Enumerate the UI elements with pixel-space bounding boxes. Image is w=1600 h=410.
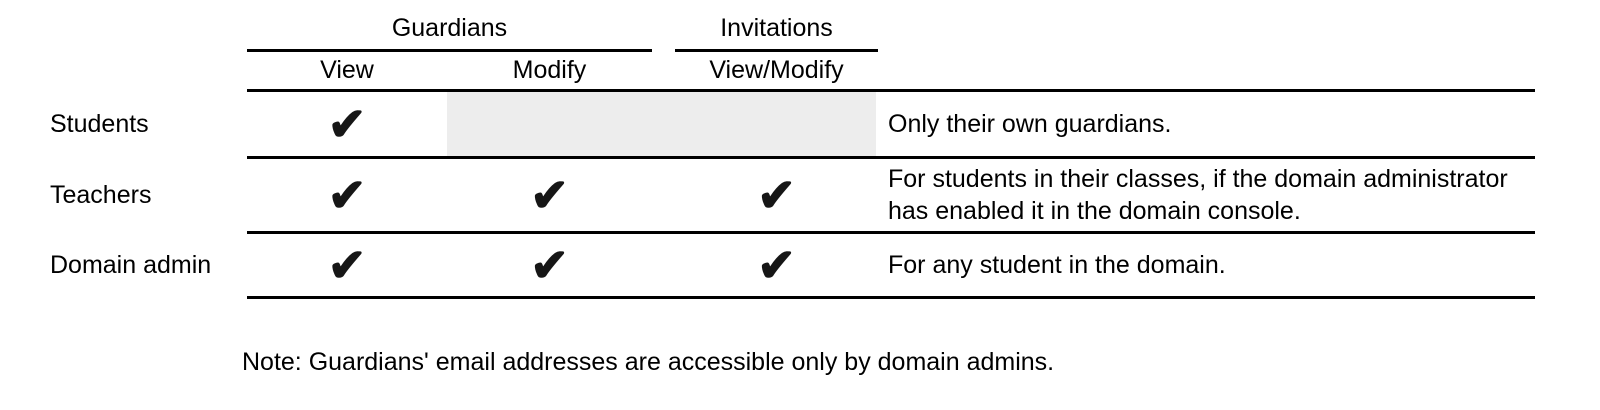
invitations-group-underline <box>675 49 878 52</box>
guardians-group-underline <box>247 49 652 52</box>
header-rule <box>247 89 1535 92</box>
disabled-cell-students <box>447 92 876 156</box>
column-group-guardians: Guardians <box>391 13 508 42</box>
check-icon: ✔ <box>530 239 569 291</box>
check-icon: ✔ <box>327 169 367 221</box>
note-domain-admin: For any student in the domain. <box>888 234 1543 296</box>
column-group-invitations: Invitations <box>720 13 833 42</box>
footnote: Note: Guardians' email addresses are acc… <box>242 347 1055 376</box>
check-icon: ✔ <box>757 239 796 291</box>
note-line: For students in their classes, if the do… <box>888 165 1508 193</box>
check-icon: ✔ <box>327 98 367 150</box>
note-line: Only their own guardians. <box>888 110 1172 138</box>
row-label-teachers: Teachers <box>50 180 152 209</box>
note-line: For any student in the domain. <box>888 251 1226 279</box>
row-rule <box>247 296 1535 299</box>
column-header-view: View <box>320 56 374 84</box>
note-teachers: For students in their classes, if the do… <box>888 159 1543 231</box>
check-icon: ✔ <box>530 169 569 221</box>
check-icon: ✔ <box>327 239 367 291</box>
row-label-domain-admin: Domain admin <box>50 250 212 279</box>
row-label-students: Students <box>50 109 149 138</box>
row-rule <box>247 231 1535 234</box>
row-rule <box>247 156 1535 159</box>
check-icon: ✔ <box>757 169 796 221</box>
column-header-modify: Modify <box>512 56 587 84</box>
column-header-view-modify: View/Modify <box>709 56 844 84</box>
note-students: Only their own guardians. <box>888 92 1543 156</box>
note-line: has enabled it in the domain console. <box>888 197 1301 225</box>
